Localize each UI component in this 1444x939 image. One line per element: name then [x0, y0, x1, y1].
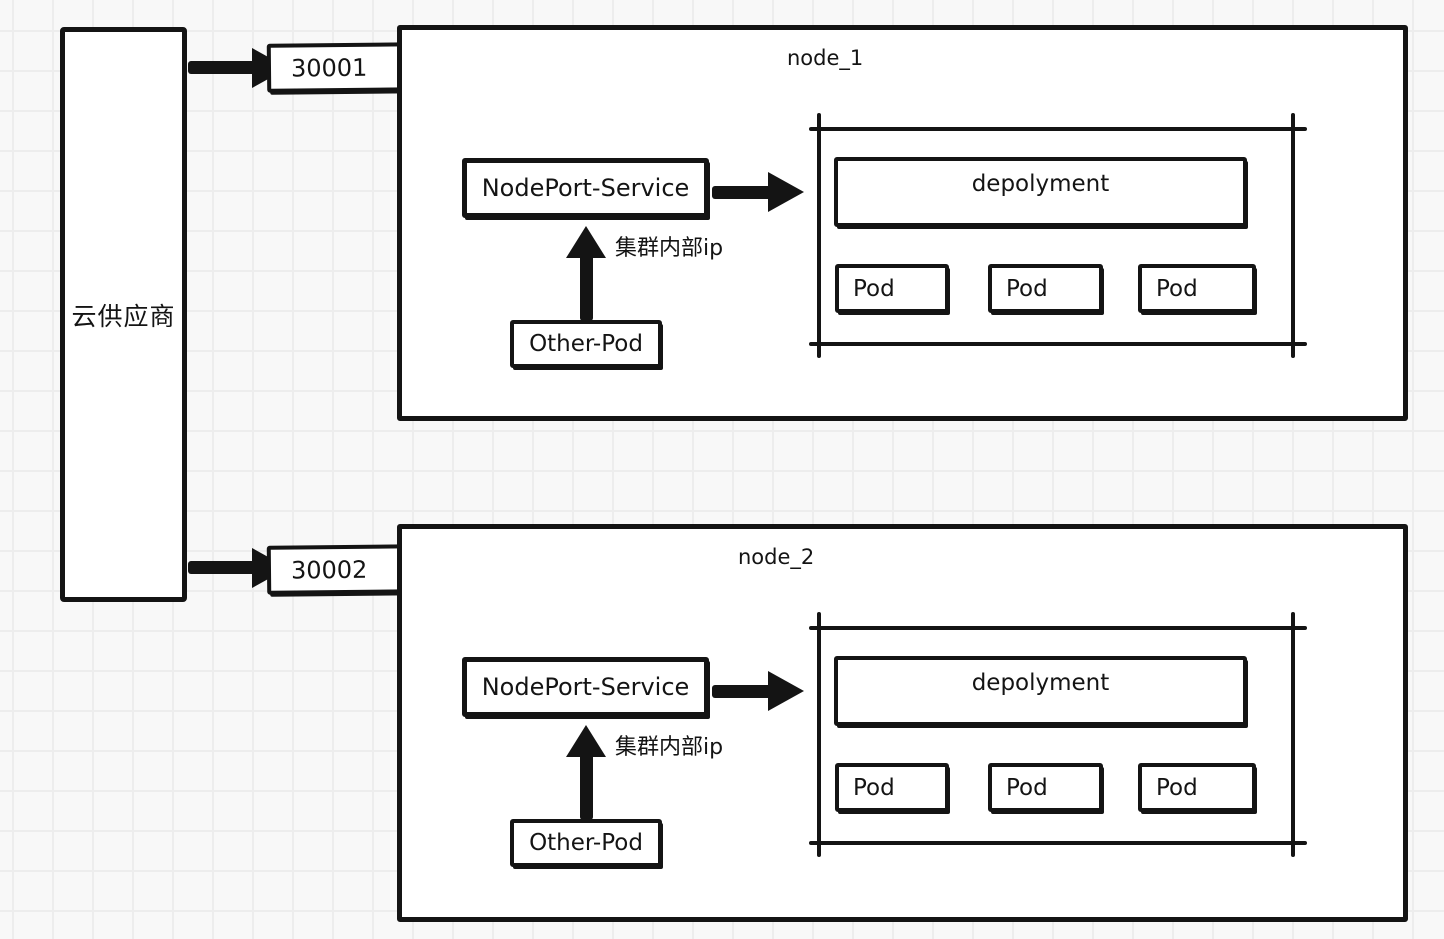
pod-label: Pod: [1006, 774, 1048, 801]
pod-label: Pod: [1006, 275, 1048, 302]
pod-box: Pod: [988, 264, 1103, 313]
pod-label: Pod: [1156, 774, 1198, 801]
node-1-box: node_1 NodePort-Service 集群内部ip Other-Pod…: [397, 25, 1408, 421]
deployment-group-border: [1291, 612, 1295, 857]
arrow-head-right-icon: [768, 671, 804, 711]
pod-box: Pod: [835, 763, 949, 812]
arrow-shaft: [188, 561, 260, 574]
deployment-box: depolyment: [834, 157, 1247, 227]
port-box-30002: 30002: [266, 544, 419, 595]
other-pod-label: Other-Pod: [529, 331, 643, 357]
other-pod-box: Other-Pod: [510, 320, 662, 368]
pod-box: Pod: [988, 763, 1103, 812]
port-label: 30001: [290, 53, 368, 83]
cloud-provider-box: 云供应商: [60, 27, 187, 602]
cloud-provider-label: 云供应商: [71, 301, 176, 331]
port-box-30001: 30001: [266, 42, 419, 93]
arrow-shaft: [712, 186, 774, 199]
nodeport-service-box: NodePort-Service: [462, 657, 709, 717]
cluster-ip-label: 集群内部ip: [615, 735, 724, 760]
deployment-group: depolyment Pod Pod Pod: [809, 612, 1307, 857]
deployment-label: depolyment: [971, 171, 1110, 197]
arrow-head-up-icon: [566, 725, 606, 757]
other-pod-box: Other-Pod: [510, 819, 662, 867]
arrow-head-right-icon: [768, 172, 804, 212]
arrow-shaft: [580, 255, 593, 321]
deployment-group-border: [817, 612, 821, 857]
port-label: 30002: [290, 555, 368, 585]
deployment-group-border: [817, 113, 821, 358]
deployment-group-border: [809, 841, 1307, 845]
nodeport-service-label: NodePort-Service: [481, 174, 690, 202]
pod-label: Pod: [853, 275, 895, 302]
node-title: node_1: [787, 46, 864, 70]
deployment-group-border: [809, 626, 1307, 630]
pod-label: Pod: [1156, 275, 1198, 302]
other-pod-label: Other-Pod: [529, 830, 643, 856]
deployment-group: depolyment Pod Pod Pod: [809, 113, 1307, 358]
arrow-shaft: [712, 685, 774, 698]
node-2-box: node_2 NodePort-Service 集群内部ip Other-Pod…: [397, 524, 1408, 922]
pod-box: Pod: [835, 264, 949, 313]
nodeport-service-label: NodePort-Service: [481, 673, 690, 701]
pod-box: Pod: [1138, 763, 1256, 812]
arrow-shaft: [188, 61, 260, 74]
deployment-group-border: [809, 342, 1307, 346]
deployment-group-border: [809, 127, 1307, 131]
nodeport-service-box: NodePort-Service: [462, 158, 709, 218]
deployment-group-border: [1291, 113, 1295, 358]
deployment-box: depolyment: [834, 656, 1247, 726]
deployment-label: depolyment: [971, 670, 1110, 696]
pod-box: Pod: [1138, 264, 1256, 313]
arrow-head-up-icon: [566, 226, 606, 258]
cluster-ip-label: 集群内部ip: [615, 236, 724, 261]
pod-label: Pod: [853, 774, 895, 801]
arrow-shaft: [580, 754, 593, 820]
node-title: node_2: [738, 545, 815, 569]
